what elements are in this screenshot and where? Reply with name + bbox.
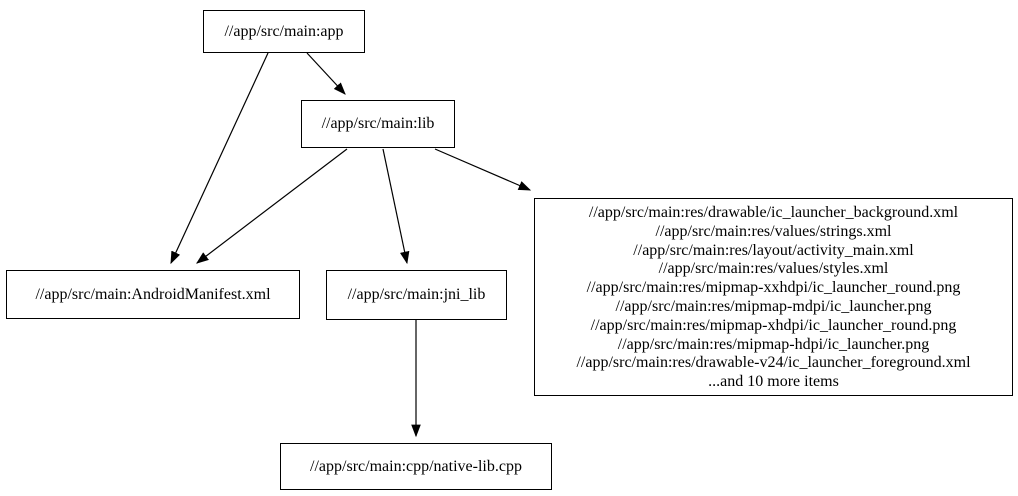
- node-android-manifest-label: //app/src/main:AndroidManifest.xml: [35, 285, 271, 303]
- resource-item: //app/src/main:res/mipmap-hdpi/ic_launch…: [617, 335, 930, 353]
- resource-item: //app/src/main:res/values/strings.xml: [655, 222, 892, 240]
- node-resources-group: //app/src/main:res/drawable/ic_launcher_…: [534, 198, 1013, 396]
- edge-lib-to-manifest: [196, 148, 348, 264]
- resource-item: //app/src/main:res/mipmap-xhdpi/ic_launc…: [590, 316, 957, 334]
- node-jni-lib-label: //app/src/main:jni_lib: [347, 286, 486, 303]
- resource-more-items: ...and 10 more items: [708, 373, 839, 391]
- node-lib-target: //app/src/main:lib: [301, 100, 455, 148]
- resource-item: //app/src/main:res/drawable/ic_launcher_…: [588, 204, 959, 221]
- edge-app-to-manifest: [170, 52, 269, 265]
- resource-item: //app/src/main:res/drawable-v24/ic_launc…: [576, 354, 971, 372]
- resource-item: //app/src/main:res/mipmap-xxhdpi/ic_laun…: [586, 279, 961, 297]
- node-jni-lib: //app/src/main:jni_lib: [326, 270, 507, 320]
- resource-item: //app/src/main:res/mipmap-mdpi/ic_launch…: [615, 297, 932, 315]
- resource-item: //app/src/main:res/values/styles.xml: [658, 260, 889, 278]
- node-app-label: //app/src/main:app: [224, 22, 344, 40]
- edge-app-to-lib: [306, 52, 346, 95]
- edge-lib-to-resources: [434, 148, 532, 191]
- edge-lib-to-jni-lib: [382, 148, 410, 265]
- resource-item: //app/src/main:res/layout/activity_main.…: [633, 241, 914, 259]
- node-native-lib-cpp-label: //app/src/main:cpp/native-lib.cpp: [310, 457, 522, 475]
- node-android-manifest: //app/src/main:AndroidManifest.xml: [6, 270, 300, 319]
- node-app-target: //app/src/main:app: [203, 10, 365, 53]
- node-native-lib-cpp: //app/src/main:cpp/native-lib.cpp: [280, 443, 552, 490]
- node-lib-label: //app/src/main:lib: [321, 115, 435, 132]
